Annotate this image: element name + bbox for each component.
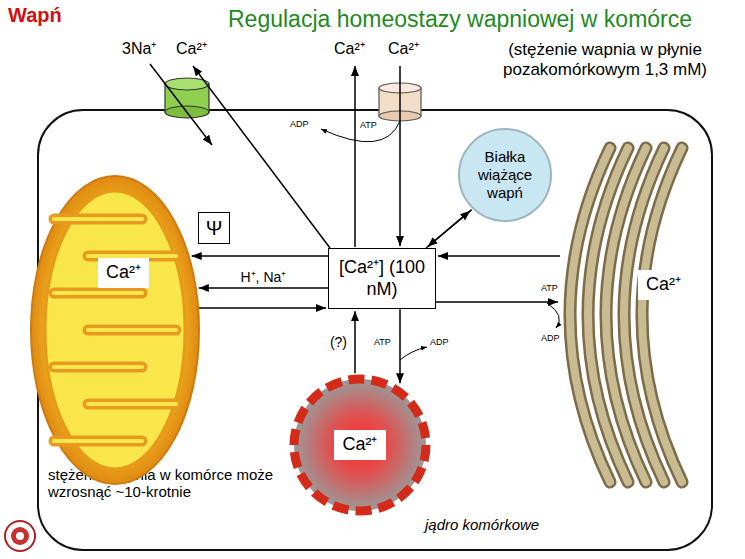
flow-arrow (192, 255, 328, 257)
university-logo (5, 521, 35, 551)
node-text: Ca²⁺ (98, 258, 149, 288)
edge-label: H⁺, Na⁺ (239, 269, 289, 285)
ion-label: 3Na⁺ (122, 40, 156, 58)
note-label: (stężenie wapnia w płynie pozakomórkowym… (472, 40, 738, 79)
flow-arrow (354, 311, 356, 373)
potential-box: Ψ (198, 212, 230, 244)
atp-arrow (400, 347, 427, 360)
pump-out-line (354, 66, 356, 247)
flow-arrow (436, 301, 558, 303)
energy-label: ATP (374, 337, 391, 347)
node-text: [Ca²⁺] (100 nM) (335, 257, 429, 300)
mitochondrion-shape: Ca²⁺ (30, 175, 200, 485)
flow-arrow (199, 287, 328, 289)
flow-arrow (438, 255, 560, 257)
channel-in-line (399, 66, 401, 246)
header-label: Wapń (8, 4, 62, 27)
cytosol-box: [Ca²⁺] (100 nM) (328, 248, 436, 309)
reticulum-shape-art (560, 140, 708, 490)
edge-label: (?) (328, 334, 349, 350)
calcium-efflux-line (193, 66, 330, 248)
cell-membrane (38, 110, 712, 550)
energy-label: ATP (541, 283, 558, 293)
protein-circle: Białka wiążące wapń (457, 127, 553, 223)
sodium-influx-line (150, 64, 212, 145)
atp-arrow (547, 303, 559, 328)
node-text: Ψ (206, 216, 223, 240)
nucleus-circle: Ca²⁺ (288, 373, 432, 517)
mitochondrion-shape-art (30, 175, 200, 485)
node-text: Białka wiążące wapń (468, 148, 542, 202)
organelle-label: jądro komórkowe (425, 516, 539, 533)
energy-label: ADP (290, 119, 309, 129)
flow-arrow (399, 309, 401, 383)
reticulum-shape: Ca²⁺ (560, 140, 708, 490)
energy-label: ADP (430, 337, 449, 347)
energy-label: ATP (360, 120, 377, 130)
ion-label: Ca²⁺ (176, 40, 207, 58)
diagram-title: Regulacja homeostazy wapniowej w komórce (228, 6, 692, 32)
flow-arrow (428, 210, 472, 247)
ion-label: Ca²⁺ (334, 40, 365, 58)
node-text: Ca²⁺ (638, 270, 689, 300)
flow-arrow (199, 307, 326, 309)
node-text: Ca²⁺ (334, 430, 385, 460)
ion-label: Ca²⁺ (388, 40, 419, 58)
energy-label: ADP (541, 333, 560, 343)
atp-arrow (321, 121, 400, 142)
